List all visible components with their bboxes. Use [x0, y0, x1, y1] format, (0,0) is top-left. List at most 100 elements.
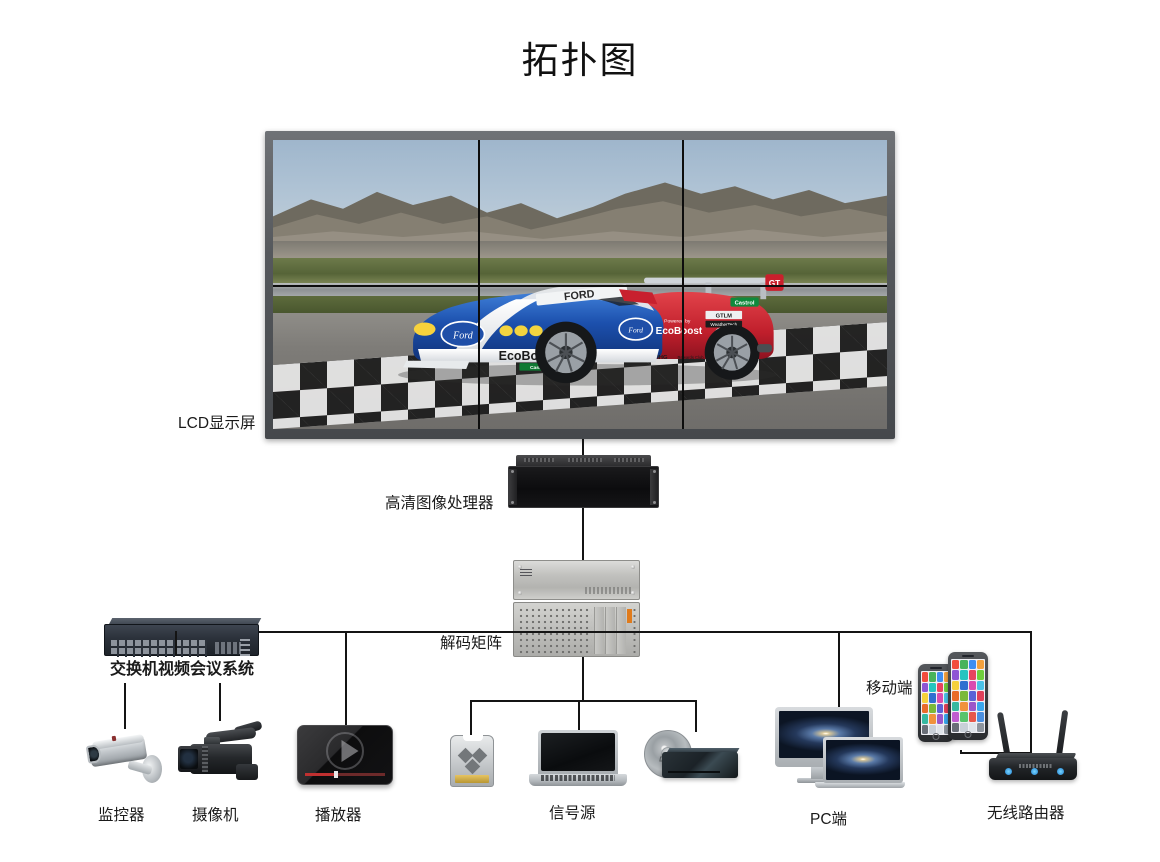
router-led-2	[1031, 768, 1038, 775]
decode-matrix[interactable]	[513, 560, 640, 657]
race-car-graphic: GT FORD EcoBoost	[398, 273, 784, 386]
processor-vent-1	[524, 458, 554, 462]
matrix-screw-bl	[518, 591, 522, 595]
camcorder-focus-ring	[202, 746, 208, 772]
hdd-casing	[450, 735, 494, 787]
link-sourcebus-to-hdd	[470, 700, 472, 736]
processor-rack-ear-right	[650, 469, 658, 505]
network-switch[interactable]	[104, 618, 262, 657]
matrix-blank-card-2	[605, 607, 615, 654]
dvd-chassis	[662, 752, 738, 778]
dvd-player[interactable]: DVD	[640, 730, 740, 786]
link-bus-to-router	[1030, 631, 1032, 753]
svg-text:IHG: IHG	[657, 355, 668, 361]
svg-text:Rewards Club: Rewards Club	[678, 355, 705, 360]
router-led-1	[1005, 768, 1012, 775]
laptop-keyboard[interactable]	[541, 775, 615, 781]
matrix-screw-br	[631, 591, 635, 595]
label-router: 无线路由器	[987, 805, 1065, 822]
laptop-lid	[538, 730, 618, 774]
processor-rack-ear-left	[509, 469, 517, 505]
scene-grass-upper	[273, 258, 887, 285]
link-switch-to-bus	[175, 631, 177, 656]
smartphone-front[interactable]	[948, 652, 988, 740]
dvd-disc-slot[interactable]	[668, 771, 720, 773]
link-matrix-to-source-bus	[582, 657, 584, 700]
player-progress-fill	[305, 773, 334, 776]
switch-sfp-ports	[215, 642, 241, 654]
svg-text:Castrol: Castrol	[530, 365, 548, 371]
svg-text:WeatherTech: WeatherTech	[711, 322, 738, 327]
processor-front-panel	[508, 466, 659, 508]
scene-mountains	[273, 182, 887, 250]
video-wall-content: GT FORD EcoBoost	[273, 140, 887, 429]
label-mobile: 移动端	[866, 680, 913, 697]
wireless-router[interactable]	[985, 706, 1081, 780]
hd-image-processor[interactable]	[508, 455, 659, 508]
link-wall-to-processor	[582, 439, 584, 456]
svg-text:Powered by: Powered by	[664, 318, 691, 324]
phone-home-button-1[interactable]	[932, 733, 940, 740]
camcorder-hand-grip	[236, 764, 258, 780]
matrix-card-cage	[513, 602, 640, 657]
label-lcd-wall: LCD显示屏	[178, 415, 256, 432]
camcorder-lens-glass	[180, 749, 198, 769]
router-antenna-right	[1055, 709, 1069, 759]
phone-home-button-2[interactable]	[964, 731, 972, 738]
label-matrix: 解码矩阵	[440, 635, 503, 652]
scene-far-track	[273, 241, 887, 259]
label-signal-source: 信号源	[549, 805, 596, 822]
matrix-screw-tr	[631, 565, 635, 569]
pc-terminal[interactable]	[775, 707, 905, 789]
matrix-screw-tl	[518, 565, 522, 569]
svg-text:FORD: FORD	[564, 288, 596, 303]
link-processor-to-matrix	[582, 508, 584, 561]
matrix-blank-card-3	[616, 607, 626, 654]
processor-top-panel	[516, 455, 651, 467]
svg-text:GT: GT	[769, 278, 781, 288]
page-title: 拓扑图	[521, 40, 639, 81]
external-hard-drive[interactable]	[450, 735, 494, 787]
svg-text:Ford: Ford	[628, 325, 644, 334]
svg-text:EcoBoost: EcoBoost	[656, 326, 703, 337]
player-play-ring	[326, 732, 364, 771]
svg-text:Castrol: Castrol	[735, 300, 755, 306]
macbook-base	[815, 782, 905, 788]
lcd-video-wall[interactable]: GT FORD EcoBoost	[265, 131, 895, 439]
mobile-devices[interactable]	[918, 650, 1000, 750]
matrix-status-indicator	[627, 609, 632, 623]
player-progress-track[interactable]	[305, 771, 385, 778]
hdd-top-notch	[463, 735, 483, 741]
matrix-blank-card-1	[594, 607, 604, 654]
link-bus-to-pc	[838, 631, 840, 707]
processor-screw-br	[653, 501, 656, 504]
professional-camcorder[interactable]	[176, 718, 268, 790]
wall-seam-horizontal-1	[273, 284, 887, 287]
processor-screw-bl	[511, 501, 514, 504]
matrix-bnc-connector-array	[518, 607, 592, 654]
router-brand-text	[1019, 764, 1053, 768]
bus-signal-source	[470, 700, 696, 702]
link-phones-to-router	[960, 750, 962, 754]
media-player-box[interactable]	[297, 725, 393, 785]
surveillance-camera[interactable]	[85, 727, 164, 789]
camera-ir-led	[111, 735, 117, 742]
phone-earpiece-2	[962, 655, 974, 657]
switch-port-dividers	[111, 639, 207, 657]
player-progress-knob[interactable]	[333, 771, 338, 778]
camcorder-viewfinder	[204, 737, 220, 746]
link-switch-to-camcorder	[219, 683, 221, 721]
laptop-computer[interactable]	[529, 730, 627, 786]
link-router-elbow	[960, 752, 1032, 754]
phone-earpiece-1	[930, 667, 942, 669]
router-led-3	[1057, 768, 1064, 775]
matrix-logo-plate	[520, 569, 532, 578]
processor-vent-3	[614, 458, 644, 462]
phone-homescreen-2	[951, 659, 985, 733]
matrix-upper-unit	[513, 560, 640, 600]
play-icon[interactable]	[341, 740, 359, 763]
link-bus-to-player	[345, 631, 347, 725]
label-monitor-cam: 监控器	[98, 807, 145, 824]
laptop-display	[541, 733, 615, 771]
